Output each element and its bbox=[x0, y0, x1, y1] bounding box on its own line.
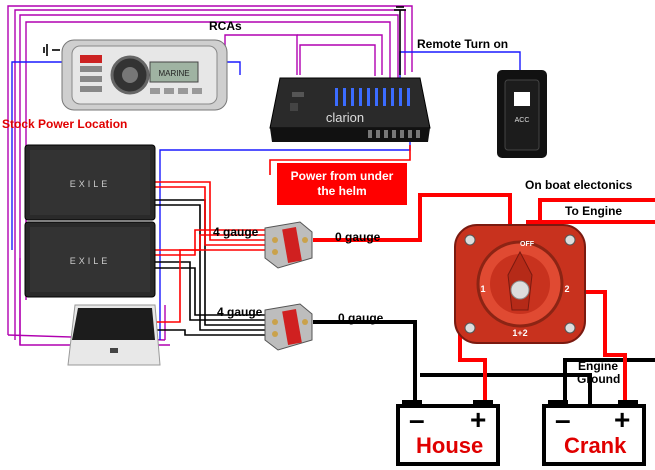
distribution-block-top bbox=[264, 221, 313, 269]
gauge-4-top-label: 4 gauge bbox=[213, 225, 259, 239]
amplifier-1-brand: EXILE bbox=[70, 179, 111, 189]
head-unit: MARINE bbox=[61, 39, 228, 111]
distribution-block-bottom bbox=[264, 303, 313, 351]
amplifier-2: EXILE bbox=[24, 221, 156, 298]
switch-acc-label: ACC bbox=[515, 117, 530, 124]
house-battery-label: House bbox=[416, 433, 484, 458]
head-unit-display-text: MARINE bbox=[158, 69, 189, 78]
callout-line-2: the helm bbox=[317, 184, 367, 198]
positive-wires-thin bbox=[155, 145, 411, 323]
rcas-label: RCAs bbox=[209, 19, 242, 33]
on-boat-electronics-label: On boat electonics bbox=[525, 178, 633, 192]
processor-brand: clarion bbox=[326, 110, 364, 125]
ground-wires bbox=[43, 6, 406, 336]
switch-pos-2: 2 bbox=[564, 284, 569, 294]
switch-pos-1: 1 bbox=[480, 284, 485, 294]
crank-battery-label: Crank bbox=[564, 433, 627, 458]
amplifier-3 bbox=[67, 304, 161, 366]
amplifier-1: EXILE bbox=[24, 144, 156, 221]
battery-crank bbox=[542, 400, 646, 466]
crank-positive-sign: + bbox=[614, 404, 631, 435]
battery-house bbox=[396, 400, 500, 466]
switch-off-label: OFF bbox=[520, 241, 535, 248]
house-negative-sign: – bbox=[409, 404, 425, 435]
rocker-switch: ACC bbox=[497, 70, 547, 158]
engine-ground-label-line1: Engine bbox=[578, 359, 619, 373]
battery-selector-switch: OFF 1 2 1+2 bbox=[454, 224, 586, 344]
crank-negative-sign: – bbox=[555, 404, 571, 435]
gauge-0-bottom-label: 0 gauge bbox=[338, 311, 384, 325]
callout-line-1: Power from under bbox=[290, 169, 394, 183]
house-positive-sign: + bbox=[470, 404, 487, 435]
remote-turn-on-label: Remote Turn on bbox=[417, 37, 509, 51]
power-from-helm-callout: Power from under the helm bbox=[277, 163, 407, 205]
switch-pos-both: 1+2 bbox=[512, 328, 527, 338]
gauge-4-bottom-label: 4 gauge bbox=[217, 305, 263, 319]
engine-ground-label-line2: Ground bbox=[577, 372, 621, 386]
stock-power-location-label: Stock Power Location bbox=[2, 117, 128, 131]
amplifier-2-brand: EXILE bbox=[70, 256, 111, 266]
processor-eq: clarion bbox=[269, 77, 431, 142]
gauge-0-top-label: 0 gauge bbox=[335, 230, 381, 244]
to-engine-label: To Engine bbox=[565, 204, 623, 218]
